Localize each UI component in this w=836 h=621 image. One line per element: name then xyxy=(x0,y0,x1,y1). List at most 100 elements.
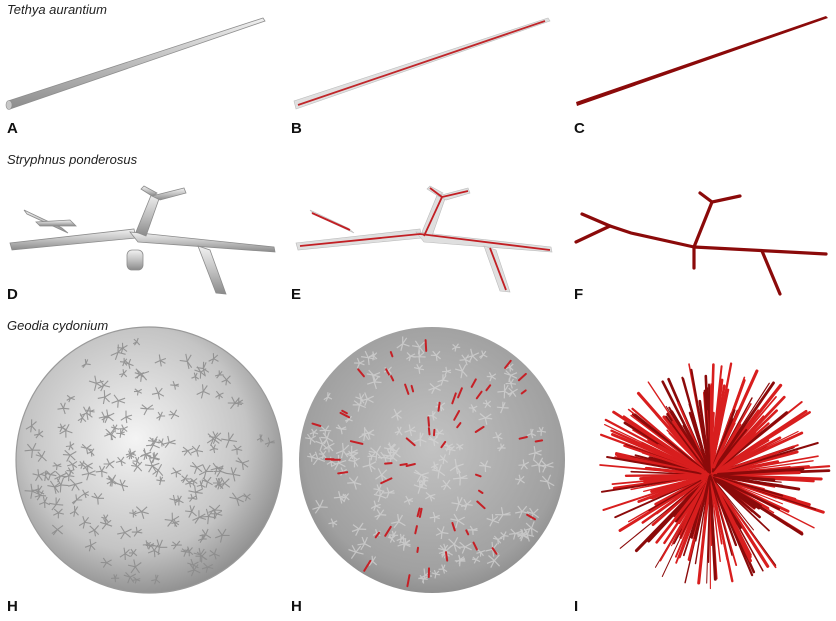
rosette xyxy=(78,460,87,469)
rosette xyxy=(35,450,47,462)
canal-segment xyxy=(385,368,390,376)
rosette xyxy=(162,435,176,449)
canal-segment xyxy=(389,351,394,358)
canal-segment xyxy=(357,368,365,378)
rosette xyxy=(413,363,425,374)
radial-canal xyxy=(648,479,702,512)
canal-segment xyxy=(456,422,462,429)
rosette xyxy=(455,364,468,379)
rosette xyxy=(188,485,203,500)
rosette xyxy=(478,413,493,425)
rosette xyxy=(25,419,37,433)
rosette xyxy=(428,436,439,447)
rosette xyxy=(211,509,223,520)
rosette xyxy=(91,492,104,505)
radial-canal xyxy=(661,380,711,476)
rosette xyxy=(110,344,126,360)
rosette xyxy=(147,544,161,558)
rosette xyxy=(187,563,201,577)
rosette xyxy=(81,358,91,369)
rosette xyxy=(335,424,347,435)
canal-segment xyxy=(520,389,527,395)
rosette xyxy=(67,460,78,470)
radial-canal xyxy=(709,411,715,472)
radial-canal xyxy=(672,424,708,472)
rosette xyxy=(97,379,111,392)
rosette xyxy=(111,574,120,583)
rosette xyxy=(187,493,197,503)
rosette xyxy=(366,369,381,383)
radial-canal xyxy=(710,474,777,499)
rosette xyxy=(132,337,141,346)
rosette xyxy=(472,555,481,564)
rosette xyxy=(119,424,128,433)
rosette xyxy=(84,539,97,552)
rosette xyxy=(126,450,135,460)
rosette xyxy=(131,461,143,473)
rosette xyxy=(427,410,438,421)
rosette xyxy=(169,494,180,506)
rosette xyxy=(358,427,372,441)
rosette xyxy=(33,429,44,439)
rosette xyxy=(80,489,90,499)
radial-canal xyxy=(711,395,786,474)
rosette xyxy=(454,555,466,567)
rosette xyxy=(367,374,382,390)
rosette xyxy=(514,474,525,485)
rosette xyxy=(95,465,108,478)
panel-label-b: B xyxy=(291,120,302,137)
rosette xyxy=(123,572,137,584)
rosette xyxy=(193,547,207,562)
radial-canal xyxy=(693,475,711,540)
radial-canal xyxy=(715,422,770,471)
rosette xyxy=(256,434,264,443)
rosette xyxy=(217,477,231,490)
panel-e-canals xyxy=(299,187,551,291)
rosette xyxy=(71,494,83,505)
rosette xyxy=(152,463,164,478)
rosette xyxy=(383,449,398,465)
rosette xyxy=(354,357,365,369)
canal-segment xyxy=(339,411,351,419)
rosette xyxy=(505,362,514,372)
rosette xyxy=(132,456,141,466)
rosette xyxy=(156,476,166,486)
rosette xyxy=(189,477,198,486)
rosette xyxy=(215,390,224,400)
rosette xyxy=(117,342,128,354)
canal-segment xyxy=(451,522,456,532)
rosette xyxy=(482,399,492,409)
rosette xyxy=(196,480,206,490)
canal-segment xyxy=(504,359,512,369)
rosette xyxy=(538,459,554,473)
radial-canal xyxy=(720,452,779,473)
translucent-rosettes xyxy=(305,336,555,584)
rosette xyxy=(496,401,509,414)
canal-segment xyxy=(427,427,431,436)
rosette xyxy=(443,441,454,452)
surface-rosettes xyxy=(24,337,275,585)
rosette xyxy=(127,559,142,574)
canal-segment xyxy=(390,375,395,382)
panel-d-spicule xyxy=(9,185,276,295)
rosette xyxy=(412,350,426,364)
rosette xyxy=(360,392,374,406)
radial-canal xyxy=(636,391,712,477)
rosette xyxy=(335,442,350,459)
radial-canal xyxy=(709,474,738,547)
rosette xyxy=(187,558,199,571)
rosette xyxy=(431,464,446,479)
geodia-panels xyxy=(15,326,831,594)
rosette xyxy=(62,449,77,462)
rosette xyxy=(457,541,472,554)
rosette xyxy=(518,459,530,470)
rosette xyxy=(418,479,428,488)
rosette xyxy=(88,525,100,537)
rosette xyxy=(450,513,466,529)
rosette xyxy=(168,409,180,420)
rosette xyxy=(413,469,429,483)
rosette xyxy=(215,528,230,543)
rosette xyxy=(264,437,275,448)
rosette xyxy=(156,411,166,421)
radial-canal xyxy=(622,415,705,472)
